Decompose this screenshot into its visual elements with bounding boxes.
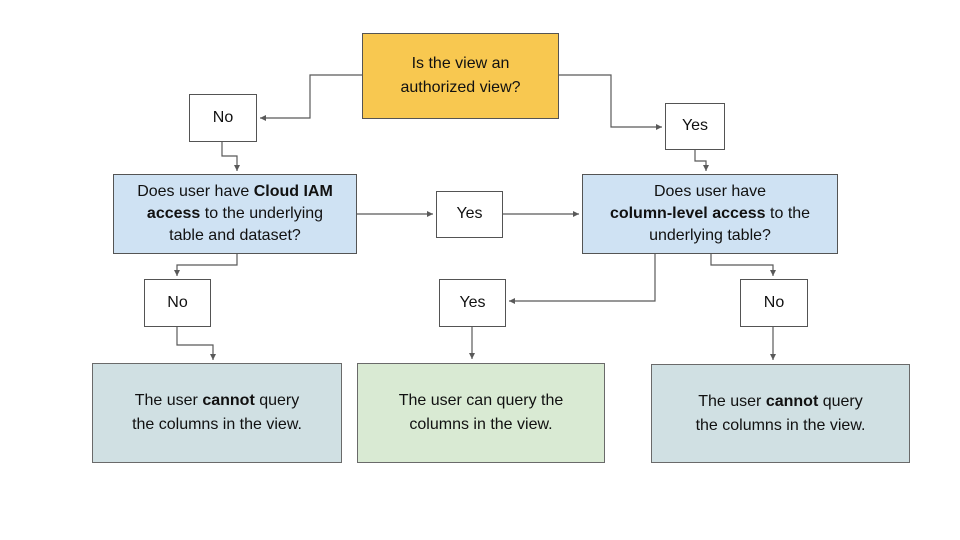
branch-yes-top: Yes: [665, 103, 725, 150]
connector-no-left-to-result-left: [176, 327, 216, 360]
outcome-can-query: The user can query the columns in the vi…: [357, 363, 605, 463]
result-left-line1-pre: The user: [134, 392, 203, 409]
outcome-can-query-text: The user can query the columns in the vi…: [358, 389, 604, 437]
decision-cloud-iam-access-text: Does user have Cloud IAM access to the u…: [114, 181, 356, 247]
connector-no-to-iam-question: [221, 142, 240, 171]
decision-cloud-iam-access: Does user have Cloud IAM access to the u…: [113, 174, 357, 254]
iam-line2-post: to the underlying: [200, 204, 324, 222]
result-middle-line1: The user can query the: [398, 392, 564, 409]
connector-yes-to-column-question: [694, 150, 709, 171]
decision-column-level-access-text: Does user have column-level access to th…: [583, 181, 837, 247]
branch-yes-bottom: Yes: [439, 279, 506, 327]
result-right-line1-post: query: [818, 392, 863, 410]
result-left-line2: the columns in the view.: [132, 416, 302, 433]
decision-column-level-access: Does user have column-level access to th…: [582, 174, 838, 254]
branch-yes-middle-label: Yes: [456, 205, 483, 223]
connector-column-to-yes-bottom: [509, 254, 656, 304]
outcome-cannot-query-left-text: The user cannot query the columns in the…: [93, 389, 341, 437]
decision-authorized-view-line1: Is the view an: [411, 55, 510, 72]
result-left-line1-post: query: [254, 392, 300, 409]
iam-line3: table and dataset?: [169, 227, 301, 245]
outcome-cannot-query-right: The user cannot query the columns in the…: [651, 364, 910, 463]
branch-no-left: No: [144, 279, 211, 327]
branch-yes-middle: Yes: [436, 191, 503, 238]
decision-authorized-view-line2: authorized view?: [400, 79, 521, 96]
branch-no-top-label: No: [212, 108, 234, 126]
column-line1: Does user have: [653, 182, 767, 200]
column-line2-post: to the: [765, 204, 811, 222]
iam-line1-pre: Does user have: [137, 182, 254, 200]
outcome-cannot-query-right-text: The user cannot query the columns in the…: [652, 390, 909, 438]
decision-authorized-view: Is the view an authorized view?: [362, 33, 559, 119]
branch-yes-bottom-label: Yes: [459, 293, 486, 311]
iam-line2-bold: access: [146, 204, 201, 222]
result-right-line1-bold: cannot: [765, 392, 819, 410]
branch-yes-top-label: Yes: [681, 117, 709, 135]
decision-authorized-view-text: Is the view an authorized view?: [363, 52, 558, 100]
iam-line1-bold: Cloud IAM: [253, 182, 333, 200]
branch-no-top: No: [189, 94, 257, 142]
connector-authorized-to-no: [260, 74, 362, 121]
result-right-line1-pre: The user: [698, 392, 766, 410]
connector-authorized-to-yes: [559, 74, 662, 130]
column-line3: underlying table?: [649, 227, 771, 245]
connector-column-to-no-right: [710, 254, 776, 276]
outcome-cannot-query-left: The user cannot query the columns in the…: [92, 363, 342, 463]
branch-no-left-label: No: [167, 293, 188, 311]
branch-no-right: No: [740, 279, 808, 327]
connector-iam-to-no-left: [174, 254, 238, 276]
branch-no-right-label: No: [763, 293, 785, 311]
result-left-line1-bold: cannot: [202, 392, 255, 409]
result-middle-line2: columns in the view.: [409, 416, 553, 433]
column-line2-bold: column-level access: [609, 204, 766, 222]
result-right-line2: the columns in the view.: [695, 416, 866, 434]
